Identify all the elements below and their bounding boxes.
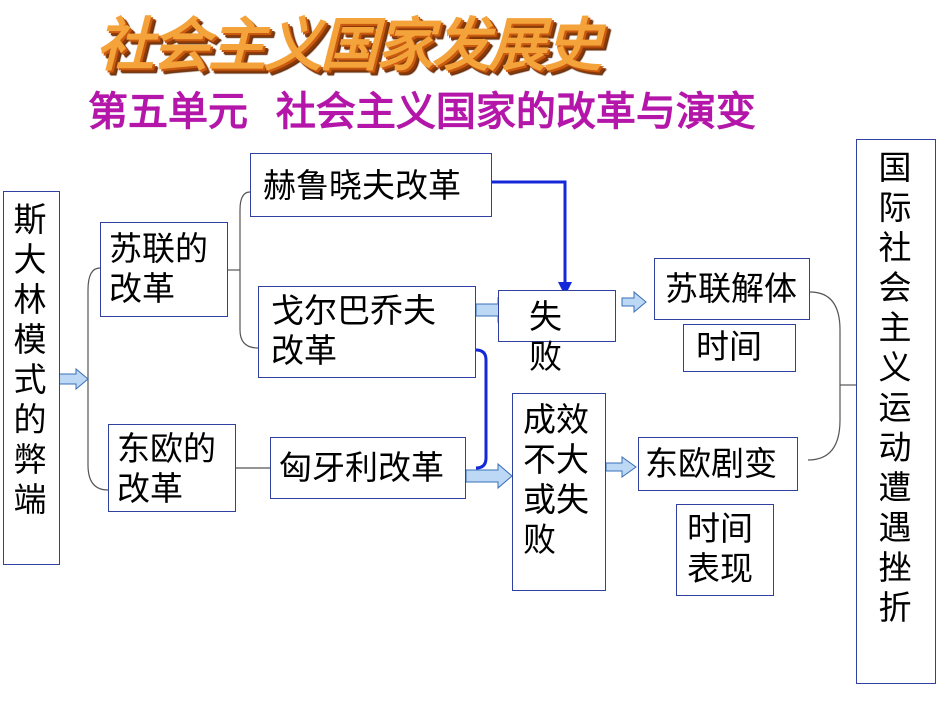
failure-label: 失败 xyxy=(529,297,562,376)
soviet-reform-label: 苏联的改革 xyxy=(109,229,208,308)
failure-box: 失败 xyxy=(498,290,616,376)
bracket-left xyxy=(87,267,109,491)
east-europe-reform-box: 东欧的改革 xyxy=(108,424,236,512)
bracket-right xyxy=(807,291,841,461)
soviet-reform-box: 苏联的改革 xyxy=(100,222,228,317)
setback-box: 国际社会主义运动遭遇挫折 xyxy=(856,139,936,684)
east-change-label: 东欧剧变 xyxy=(645,444,777,483)
setback-label: 国际社会主义运动遭遇挫折 xyxy=(878,148,912,627)
east-europe-reform-label: 东欧的改革 xyxy=(117,429,216,508)
effect-box: 成效不大或失败 xyxy=(512,393,606,591)
arrow-hungary-effect xyxy=(465,462,513,490)
east-change-box: 东欧剧变 xyxy=(638,437,798,491)
gorbachev-box: 戈尔巴乔夫改革 xyxy=(258,286,476,378)
stalin-model-label: 斯大林模式的弊端 xyxy=(13,200,47,519)
arrow-stalin xyxy=(55,367,89,391)
arrow-effect-change xyxy=(605,456,637,478)
hungary-box: 匈牙利改革 xyxy=(270,437,466,499)
arrow-failure-collapse xyxy=(621,290,647,314)
gorbachev-label: 戈尔巴乔夫改革 xyxy=(271,291,436,370)
hungary-label: 匈牙利改革 xyxy=(279,448,444,487)
effect-label: 成效不大或失败 xyxy=(523,400,589,559)
arrow-khrushchev-failure xyxy=(492,180,567,282)
change-time-box: 时间表现 xyxy=(676,504,774,596)
soviet-collapse-box: 苏联解体 xyxy=(654,258,810,320)
khrushchev-box: 赫鲁晓夫改革 xyxy=(250,153,492,217)
stalin-model-box: 斯大林模式的弊端 xyxy=(3,191,60,565)
collapse-time-label: 时间 xyxy=(696,327,762,366)
main-title: 社会主义国家发展史 xyxy=(96,11,602,79)
change-time-label: 时间表现 xyxy=(687,509,753,588)
khrushchev-label: 赫鲁晓夫改革 xyxy=(263,166,461,205)
soviet-collapse-label: 苏联解体 xyxy=(665,269,797,308)
unit-subtitle: 第五单元 社会主义国家的改革与演变 xyxy=(88,89,756,135)
line-gorbachev-hungary xyxy=(475,348,488,470)
collapse-time-box: 时间 xyxy=(683,324,796,372)
